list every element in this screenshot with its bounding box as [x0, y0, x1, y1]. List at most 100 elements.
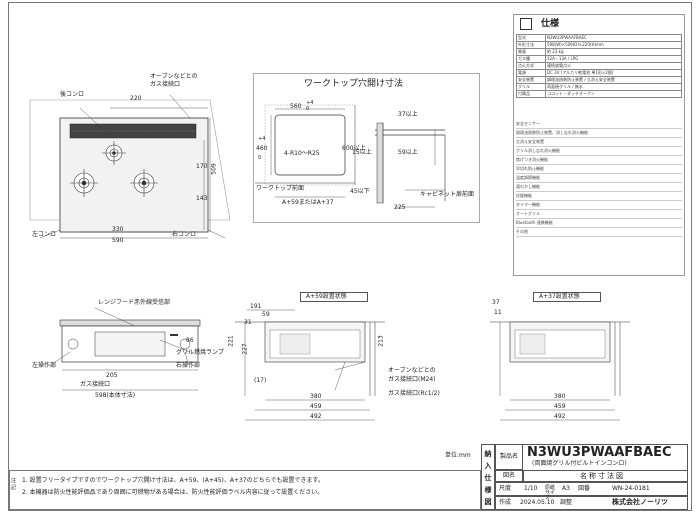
a59-31: 31 — [244, 319, 252, 326]
spec-row: 付属品ココット・ダッチオーブン — [516, 90, 682, 98]
rear-burner-label: 後コンロ — [60, 91, 85, 98]
spec-row: 安全装置調理油過熱防止装置 / 立消え安全装置 — [516, 76, 682, 84]
drawing-no-label: 図番 — [578, 485, 591, 492]
a59-59: 59 — [262, 311, 270, 318]
dim-509: 509 — [210, 163, 218, 175]
spec-value: 両面焼グリル / 無水 — [545, 83, 682, 91]
cutout-radius: 4-R10～R25 — [284, 150, 320, 157]
delivery-char: 納 — [484, 450, 492, 458]
grill-lamp-label: グリル燃焼ランプ — [176, 349, 224, 356]
spec-value: 約 23 kg — [545, 48, 682, 56]
a59-492: 492 — [310, 413, 322, 420]
drawing-label: 図名 — [503, 472, 516, 479]
cutout-225: 225 — [394, 204, 406, 211]
spec-key: 点火方式 — [516, 62, 546, 70]
spec-key: 外形寸法 — [516, 41, 546, 49]
oven-gas-label-2: ガス接続口 — [150, 81, 181, 88]
cutout-panel — [253, 73, 480, 223]
side-a59-title-box — [300, 292, 368, 302]
rear-burner — [102, 141, 126, 165]
note-line-2: 2. 本機器は防火性能評価品であり周囲に可燃物がある場合は、防火性能評価ラベル内… — [22, 489, 324, 496]
side-a59-drawing — [235, 309, 385, 421]
front-dim-86: 86 — [186, 337, 194, 344]
delivery-char: 様 — [484, 486, 492, 494]
cutout-37: 37以上 — [398, 111, 418, 118]
a59-191: 191 — [250, 303, 262, 310]
cutout-15: 15以上 — [352, 149, 372, 156]
product-model: N3WU3PWAAFBAEC — [527, 445, 672, 460]
spec-key: グリル — [516, 83, 546, 91]
product-desc: (両面焼グリル付ビルトインコンロ) — [532, 460, 627, 467]
front-gas-inlet-label: ガス接続口 — [80, 381, 111, 388]
spec-title: 仕様 — [541, 19, 560, 29]
cutout-560: 560 — [290, 103, 302, 110]
product-label: 製品名 — [500, 453, 519, 460]
cutout-drawing — [255, 104, 446, 208]
scale-row — [495, 482, 688, 496]
notes-box — [9, 470, 481, 510]
spec-note: 早切れ防止機能 — [516, 165, 682, 174]
front-body-width: 598(本体寸法) — [95, 392, 136, 399]
spec-value: N3WU3PWAAFBAEC — [545, 34, 682, 42]
side-a37-title-box — [533, 292, 601, 302]
cutout-460: 460 — [256, 145, 268, 152]
cutout-title: ワークトップ穴開け寸法 — [304, 79, 404, 89]
spec-note: Bluetooth 連携機能 — [516, 219, 682, 228]
a59-oven-2: ガス接続口(M24) — [388, 376, 436, 383]
dim-170: 170 — [196, 163, 208, 170]
dim-330: 330 — [112, 226, 124, 233]
spec-value: DC 3V (アルカリ乾電池 単1形×2個) — [545, 69, 682, 77]
cutout-460-tol-1: +4 — [258, 136, 266, 142]
spec-note: 炊飯機能 — [516, 192, 682, 201]
drawing-name: 名称寸法図 — [580, 472, 625, 480]
right-control-label: 右操作部 — [176, 362, 201, 369]
side-a59-title: A+59設置状態 — [306, 293, 347, 300]
side-a37-drawing — [490, 321, 630, 421]
left-control-label: 左操作部 — [32, 362, 57, 369]
spec-note: 安全センサー — [516, 120, 682, 129]
spec-key: 質量 — [516, 48, 546, 56]
spec-note: その他 — [516, 228, 682, 237]
spec-panel — [513, 14, 685, 276]
paper-value: A3 — [562, 485, 570, 492]
spec-value: 12A・13A / LPG — [545, 55, 682, 63]
spec-value: ココット・ダッチオーブン — [545, 90, 682, 98]
delivery-char: 入 — [484, 462, 492, 470]
spec-key: 電源 — [516, 69, 546, 77]
sheet-border — [8, 2, 692, 511]
right-burner — [130, 169, 158, 197]
a37-459: 459 — [554, 403, 566, 410]
unit-label: 単位:mm — [445, 452, 471, 459]
check-label: 調整 — [560, 499, 573, 506]
cutout-note: A+59またはA+37 — [282, 199, 334, 206]
a59-oven-1: オーブンなどとの — [388, 367, 436, 374]
spec-note: 湯わかし機能 — [516, 183, 682, 192]
cutout-460-tol-2: 0 — [258, 155, 262, 161]
top-view-drawing — [29, 94, 231, 239]
created-label: 作成 — [499, 499, 512, 506]
cutout-45: 45以下 — [350, 188, 370, 195]
delivery-cell — [481, 444, 495, 510]
cutout-560-tol-1: +4 — [306, 100, 314, 106]
spec-note: 焦げつき消火機能 — [516, 156, 682, 165]
hood-receiver-label: レンジフード赤外線受信部 — [98, 299, 171, 306]
spec-notes: 安全センサー調理油過熱防止装置、消し忘れ消火機能立消え安全装置グリル消し忘れ消火… — [516, 120, 682, 237]
note-line-1: 1. 設置フリータイプですのでワークトップ穴開け寸法は、A+59、(A+45)、… — [22, 477, 324, 484]
spec-note: 温度調節機能 — [516, 174, 682, 183]
drawing-label-cell — [495, 470, 523, 482]
paper-label: 原紙サイズ — [545, 485, 556, 501]
created-date: 2024.05.10 — [520, 499, 555, 506]
cutout-front: ワークトップ前面 — [256, 185, 305, 192]
delivery-char: 図 — [484, 498, 492, 506]
left-burner — [70, 169, 98, 197]
a37-492: 492 — [554, 413, 566, 420]
drawing-no: WN-24-0181 — [612, 485, 650, 492]
company-name: 株式会社ノーリツ — [612, 498, 668, 506]
left-burner-label: 左コンロ — [32, 231, 57, 238]
a59-380: 380 — [310, 393, 322, 400]
oven-gas-label-1: オーブンなどとの — [150, 73, 198, 80]
